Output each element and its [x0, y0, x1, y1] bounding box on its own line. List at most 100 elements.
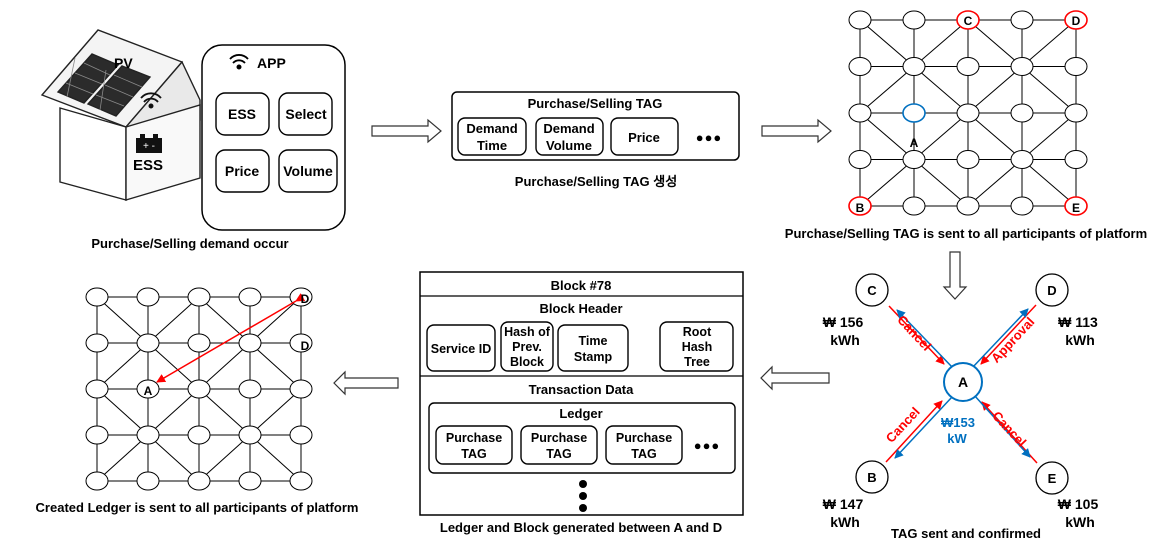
mesh-link [859, 19, 915, 67]
app-button-ess[interactable]: ESS [215, 92, 270, 136]
svg-text:Stamp: Stamp [574, 350, 613, 364]
ledger-more-dots: ●●● [694, 438, 721, 453]
wifi-icon [140, 92, 162, 109]
network-node [289, 471, 313, 491]
mesh-link [913, 66, 969, 114]
node-a-center [943, 362, 983, 402]
node-e-label: E [1048, 471, 1057, 486]
network-node [85, 471, 109, 491]
top-node-e-label: E [1072, 201, 1080, 215]
ledger-item: Purchase TAG [520, 425, 598, 465]
block-panel [419, 271, 744, 516]
network-bottom [85, 287, 313, 491]
node-c-label: C [867, 283, 877, 298]
network-node [956, 103, 980, 123]
svg-text:Prev.: Prev. [512, 340, 542, 354]
ledger-title: Ledger [559, 406, 602, 421]
arrow-a-to-c [896, 309, 954, 369]
network-node [902, 10, 926, 30]
bottom-node-labels: A D D [144, 292, 310, 398]
network-node [848, 150, 872, 169]
network-node [848, 57, 872, 76]
ledger-item: Purchase TAG [435, 425, 513, 465]
mesh-link [967, 66, 1023, 114]
svg-text:Hash: Hash [682, 340, 713, 354]
network-node [136, 333, 160, 353]
network-node [1010, 150, 1034, 169]
arrow-a-to-b [894, 396, 953, 459]
svg-text:TAG: TAG [546, 447, 571, 461]
svg-text:Volume: Volume [546, 138, 592, 153]
network-node [289, 425, 313, 445]
svg-text:Demand: Demand [466, 121, 517, 136]
mesh-link [96, 296, 149, 344]
caption-demand: Purchase/Selling demand occur [91, 236, 288, 251]
mesh-link [859, 66, 915, 114]
node-d-price: ₩ 113 [1058, 314, 1098, 330]
top-node-b-label: B [856, 201, 865, 215]
bottom-node-a-label: A [144, 384, 153, 398]
ledger-item: Purchase TAG [605, 425, 683, 465]
arrow-label-e: Cancel [989, 408, 1029, 449]
network-node [85, 287, 109, 307]
svg-text:Select: Select [285, 106, 327, 122]
network-node [238, 287, 262, 307]
solar-panel-icon [56, 53, 152, 117]
network-node [187, 287, 211, 307]
mesh-link [147, 434, 200, 482]
network-node [1064, 57, 1088, 76]
block-title: Block #78 [551, 278, 612, 293]
node-b-price: ₩ 147 [823, 496, 864, 512]
ledger-link-arrow [156, 293, 306, 383]
network-node [956, 57, 980, 76]
bottom-node-d1-label: D [301, 292, 310, 306]
network-node [902, 150, 926, 169]
network-node [289, 379, 313, 399]
network-node [848, 10, 872, 30]
app-button-select[interactable]: Select [278, 92, 333, 136]
svg-text:+ -: + - [143, 141, 155, 152]
mesh-link [198, 434, 251, 482]
header-field-root-hash-tree: Root Hash Tree [659, 321, 734, 372]
network-node [1064, 10, 1088, 30]
mesh-link [913, 112, 969, 160]
wifi-icon [229, 54, 249, 70]
app-panel [201, 44, 346, 231]
tag-item-demand-volume: Demand Volume [535, 117, 604, 156]
svg-text:Volume: Volume [283, 163, 333, 179]
tag-more-dots: ●●● [696, 130, 723, 145]
network-node [187, 425, 211, 445]
network-node [136, 287, 160, 307]
mesh-link [1021, 66, 1077, 114]
svg-text:Block: Block [510, 355, 544, 369]
arrow-a-to-d [971, 308, 1029, 369]
mesh-link [249, 434, 302, 482]
svg-text:Root: Root [683, 325, 712, 339]
mesh-link [967, 112, 1023, 160]
top-node-c-label: C [964, 14, 973, 28]
network-node [136, 471, 160, 491]
network-node [85, 425, 109, 445]
tx-data-title: Transaction Data [529, 382, 635, 397]
network-node [1064, 196, 1088, 216]
mesh-link [1021, 19, 1077, 67]
svg-text:Time: Time [477, 138, 507, 153]
network-node [238, 379, 262, 399]
node-c [855, 273, 889, 307]
network-node [848, 196, 872, 216]
network-node [956, 10, 980, 30]
tag-item-demand-time: Demand Time [457, 117, 527, 156]
app-button-volume[interactable]: Volume [278, 149, 338, 193]
network-node [136, 425, 160, 445]
svg-text:TAG: TAG [461, 447, 486, 461]
mesh-link [913, 19, 969, 67]
center-unit: kW [947, 431, 967, 446]
app-button-price[interactable]: Price [215, 149, 270, 193]
mesh-link [1021, 159, 1077, 207]
top-node-d-label: D [1072, 14, 1081, 28]
arrow-a-to-e [973, 394, 1031, 458]
node-b-label: B [867, 470, 876, 485]
network-node [848, 103, 872, 123]
mesh-link [96, 434, 149, 482]
